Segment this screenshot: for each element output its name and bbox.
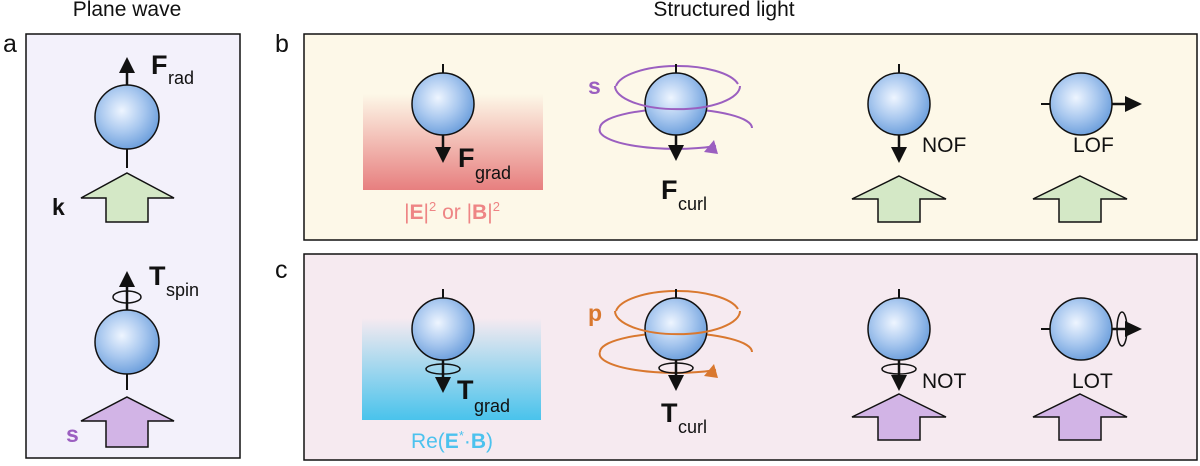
particle-sphere	[867, 72, 931, 136]
lot-arrow-head	[1125, 321, 1142, 337]
lot-diagram: LOT	[1032, 297, 1142, 441]
lof-arrow-head	[1125, 96, 1142, 112]
lof-diagram: LOF	[1032, 72, 1142, 223]
wavevector-arrow	[851, 175, 947, 223]
intensity-caption: |E|2 or |B|2	[404, 199, 500, 224]
particle-sphere	[1049, 297, 1113, 361]
gradient-torque-diagram: T grad Re(E*·B)	[362, 289, 541, 453]
particle-sphere	[94, 84, 160, 150]
gradient-force-diagram: F grad |E|2 or |B|2	[363, 64, 543, 224]
spin-arrow	[80, 396, 175, 448]
not-diagram: NOT	[851, 289, 967, 441]
gradient-force-arrow-head	[435, 147, 451, 163]
momentum-loop-arrow-head	[704, 364, 718, 378]
gradient-torque-label: T	[457, 375, 474, 405]
curl-force-label: F	[661, 175, 678, 205]
header-plane-wave: Plane wave	[73, 0, 182, 21]
not-arrow-head	[891, 375, 907, 391]
gradient-torque-arrow-head	[435, 377, 451, 393]
radiation-force-label: F	[151, 50, 168, 80]
particle-sphere	[1049, 72, 1113, 136]
panel-a-bottom: T spin s	[66, 261, 199, 448]
nof-diagram: NOF	[851, 64, 966, 223]
wavevector-arrow	[80, 172, 175, 223]
curl-torque-arrow-head	[668, 375, 684, 391]
curl-torque-subscript: curl	[678, 417, 707, 437]
gradient-force-label: F	[458, 143, 475, 173]
momentum-loop-front-upper	[614, 310, 741, 336]
particle-sphere	[644, 72, 708, 136]
particle-sphere	[94, 309, 160, 375]
curl-force-subscript: curl	[678, 194, 707, 214]
panel-label-c: c	[275, 256, 288, 284]
curl-torque-diagram: p T curl	[588, 289, 753, 437]
rotation-ring-icon	[112, 290, 142, 304]
not-label: NOT	[922, 370, 967, 393]
spin-label: s	[66, 421, 79, 447]
panel-label-b: b	[275, 30, 289, 58]
particle-sphere	[411, 72, 475, 136]
spin-torque-subscript: spin	[166, 280, 199, 300]
header-structured-light: Structured light	[653, 0, 794, 21]
lot-label: LOT	[1072, 370, 1113, 393]
radiation-force-subscript: rad	[168, 68, 194, 88]
spin-loop-back-upper	[615, 64, 739, 87]
spin-arrow	[1032, 393, 1128, 441]
helicity-caption: Re(E*·B)	[411, 428, 493, 453]
force-arrow-head	[119, 57, 135, 73]
spin-torque-label: T	[149, 261, 166, 291]
curl-torque-label: T	[661, 398, 678, 428]
particle-sphere	[644, 297, 708, 361]
panel-label-a: a	[3, 30, 17, 58]
spin-arrow	[851, 393, 947, 441]
momentum-loop-back-upper	[615, 289, 739, 312]
nof-arrow-head	[891, 147, 907, 163]
panel-a-top: F rad k	[52, 50, 194, 223]
momentum-label: p	[588, 300, 602, 326]
curl-force-arrow-head	[668, 145, 684, 161]
spin-label: s	[588, 73, 601, 99]
spin-loop-front-lower	[598, 127, 717, 150]
momentum-loop-front-lower	[598, 351, 717, 374]
wavevector-label: k	[52, 194, 65, 220]
lof-label: LOF	[1073, 134, 1114, 157]
particle-sphere	[411, 297, 475, 361]
gradient-torque-subscript: grad	[474, 396, 510, 416]
spin-loop-arrow-head	[704, 140, 718, 154]
spin-torque-arrow-head	[119, 271, 135, 287]
nof-label: NOF	[922, 134, 966, 157]
gradient-force-subscript: grad	[475, 163, 511, 183]
wavevector-arrow	[1032, 175, 1128, 223]
particle-sphere	[867, 297, 931, 361]
curl-force-diagram: s F curl	[588, 64, 753, 214]
spin-loop-front-upper	[614, 85, 741, 111]
